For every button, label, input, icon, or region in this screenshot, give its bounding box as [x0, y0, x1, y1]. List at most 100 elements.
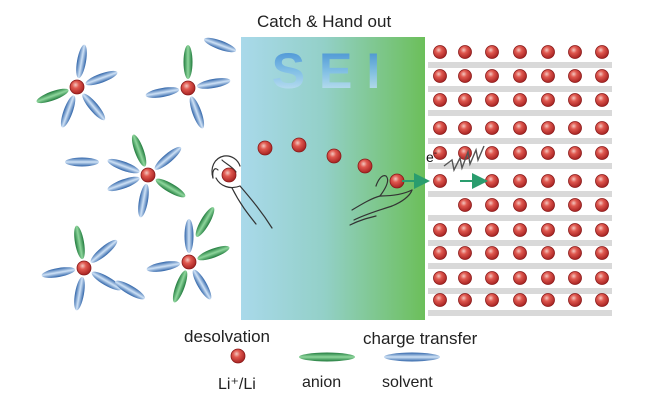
- electrode-layer: [428, 86, 612, 92]
- anion-molecule: [172, 270, 188, 303]
- li-ion: [357, 158, 373, 174]
- li-ion: [513, 246, 527, 260]
- electrode-layer: [428, 288, 612, 294]
- solvent-molecule: [90, 239, 118, 263]
- li-ion: [433, 121, 447, 135]
- li-ion: [485, 146, 499, 160]
- electron-label: e-: [426, 148, 437, 165]
- li-ion: [568, 69, 582, 83]
- electrode-layer: [428, 62, 612, 68]
- anion-molecule: [183, 45, 193, 79]
- electrode-layer: [428, 263, 612, 269]
- li-ion: [458, 271, 472, 285]
- li-ion: [389, 173, 405, 189]
- li-ion: [595, 121, 609, 135]
- solvent-molecule: [85, 70, 118, 86]
- li-ion: [513, 174, 527, 188]
- li-ion: [76, 260, 92, 276]
- legend-solvent-label: solvent: [382, 374, 433, 391]
- li-ion: [485, 69, 499, 83]
- solvent-molecule: [76, 44, 87, 79]
- anion-legend-icon: [299, 352, 355, 362]
- lithium-electrode: [428, 40, 612, 318]
- li-ion: [541, 293, 555, 307]
- li-ion: [433, 223, 447, 237]
- li-ion: [513, 69, 527, 83]
- li-ion: [458, 293, 472, 307]
- li-ion: [541, 223, 555, 237]
- li-ion: [513, 223, 527, 237]
- li-ion: [541, 198, 555, 212]
- li-ion: [433, 45, 447, 59]
- li-ion: [140, 167, 156, 183]
- li-trajectory: [221, 137, 405, 189]
- li-ion: [485, 93, 499, 107]
- hand-out-icon: [349, 175, 413, 226]
- solvent-molecule: [192, 269, 212, 300]
- li-ion: [568, 198, 582, 212]
- li-ion: [595, 293, 609, 307]
- li-ion: [513, 121, 527, 135]
- solvated-li-clusters: [36, 37, 237, 311]
- li-ion: [595, 69, 609, 83]
- solvent-molecule: [107, 158, 140, 174]
- li-ion: [541, 121, 555, 135]
- solvent-molecule: [138, 183, 149, 218]
- solvent-molecule: [203, 37, 237, 53]
- li-ion: [541, 45, 555, 59]
- electrode-layer: [428, 215, 612, 221]
- li-ion: [458, 246, 472, 260]
- electrode-layer: [428, 163, 612, 169]
- solvent-molecule: [145, 87, 180, 98]
- li-ion: [433, 93, 447, 107]
- li-ion: [458, 93, 472, 107]
- li-ion: [485, 121, 499, 135]
- anion-molecule: [74, 225, 85, 260]
- li-ion: [458, 223, 472, 237]
- li-ion: [541, 146, 555, 160]
- li-ion: [458, 45, 472, 59]
- solvent-molecule: [74, 276, 85, 311]
- li-ion: [595, 146, 609, 160]
- anion-molecule: [131, 134, 147, 167]
- li-ion: [181, 254, 197, 270]
- legend-li-label: Li⁺/Li: [218, 376, 256, 393]
- li-ion: [326, 148, 342, 164]
- li-ion: [513, 293, 527, 307]
- legend: [230, 348, 440, 364]
- li-ion: [221, 167, 237, 183]
- li-ion: [541, 174, 555, 188]
- li-ion: [568, 93, 582, 107]
- li-ion: [568, 246, 582, 260]
- li-ion: [69, 79, 85, 95]
- anion-molecule: [197, 245, 230, 261]
- solvent-molecule: [189, 96, 205, 129]
- li-ion: [568, 293, 582, 307]
- solvent-molecule: [154, 146, 182, 170]
- solvent-molecule: [115, 280, 145, 300]
- li-ion: [485, 293, 499, 307]
- li-ion: [513, 271, 527, 285]
- solvent-molecule: [91, 271, 122, 291]
- solvent-legend-icon: [384, 352, 440, 362]
- solvent-molecule: [65, 157, 99, 167]
- electron-path-icon: [443, 145, 485, 173]
- desolvation-label: desolvation: [184, 327, 271, 346]
- li-ion: [513, 45, 527, 59]
- solvent-molecule: [41, 267, 76, 278]
- li-ion: [458, 69, 472, 83]
- anion-molecule: [36, 88, 69, 104]
- li-ion: [513, 198, 527, 212]
- li-ion: [230, 348, 246, 364]
- li-ion: [568, 45, 582, 59]
- li-ion: [595, 174, 609, 188]
- li-ion: [568, 121, 582, 135]
- anion-molecule: [155, 178, 186, 198]
- li-ion: [595, 93, 609, 107]
- li-ion: [568, 146, 582, 160]
- li-ion: [568, 223, 582, 237]
- solvent-molecule: [107, 176, 140, 192]
- li-ion: [513, 146, 527, 160]
- li-ion: [595, 45, 609, 59]
